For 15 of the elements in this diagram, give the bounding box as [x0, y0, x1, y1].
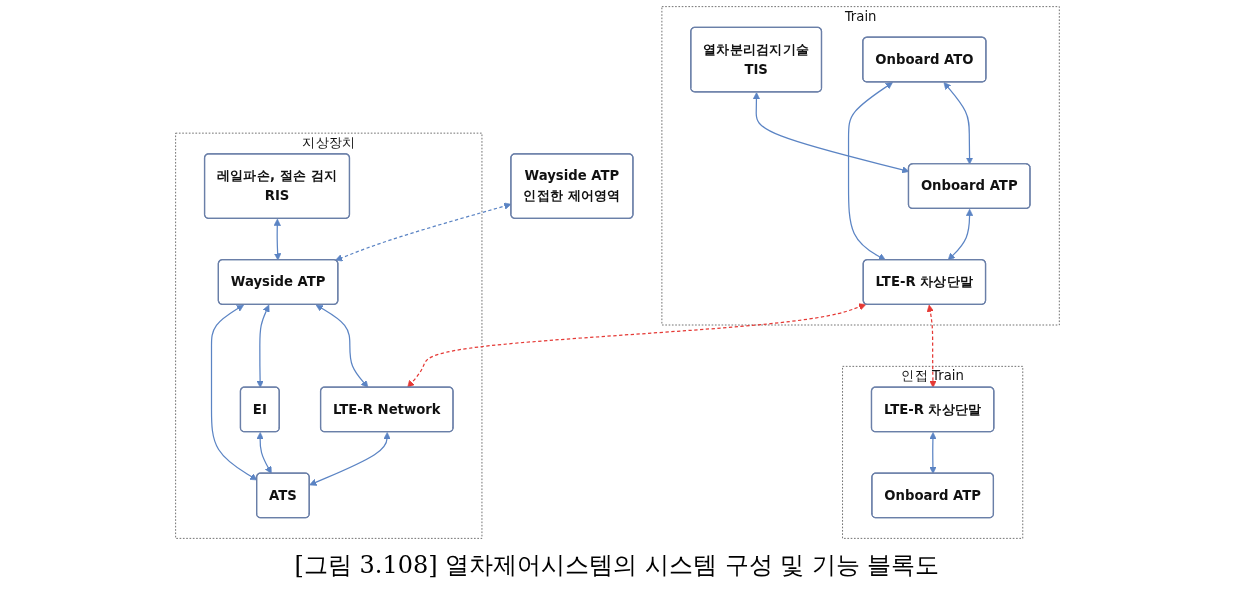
arrow [847, 82, 893, 261]
arrow [210, 304, 257, 481]
arrow [406, 303, 866, 388]
arrow [256, 304, 270, 388]
arrow [273, 218, 281, 261]
arrow [926, 304, 937, 388]
arrow [334, 202, 511, 262]
arrow [943, 82, 973, 165]
arrow [256, 432, 272, 474]
arrow [947, 208, 973, 261]
caption: [그림 3.108] 열차제어시스템의 시스템 구성 및 기능 블록도 [294, 550, 940, 581]
arrow [928, 432, 937, 474]
arrow [315, 304, 368, 388]
arrow [752, 92, 909, 174]
arrow [308, 432, 391, 486]
